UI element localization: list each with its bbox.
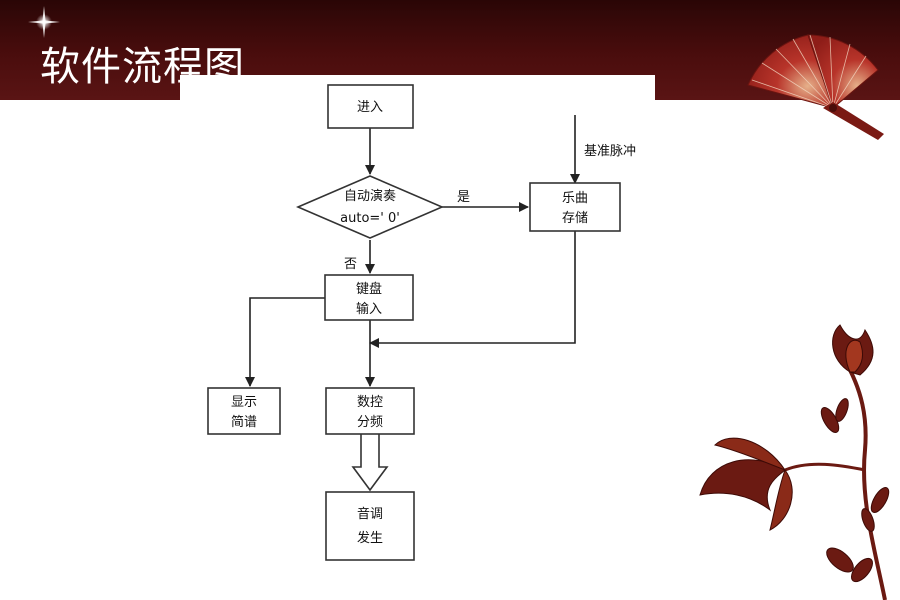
edge-keyboard-to-display	[245, 297, 325, 387]
sparkle-star-icon	[28, 6, 60, 38]
node-nc-divider-line2: 分频	[357, 415, 383, 430]
node-decision-line1: 自动演奏	[344, 188, 396, 204]
node-display-score-line1: 显示	[231, 395, 257, 410]
node-enter-label: 进入	[357, 100, 383, 115]
node-tone-gen-line1: 音调	[357, 506, 383, 522]
node-music-store-line2: 存储	[562, 211, 588, 226]
node-tone-gen: 音调 发生	[325, 491, 415, 561]
node-display-score: 显示 简谱	[207, 387, 281, 435]
node-enter: 进入	[327, 84, 414, 129]
node-decision-auto-play: 自动演奏 auto=' 0'	[295, 175, 445, 239]
diagram-panel	[180, 75, 655, 600]
edge-label-yes: 是	[457, 190, 470, 205]
floral-ornament-decoration	[699, 324, 890, 600]
node-keyboard-input: 键盘 输入	[324, 274, 414, 321]
node-nc-divider-line1: 数控	[357, 395, 383, 410]
node-nc-divider: 数控 分频	[325, 387, 415, 435]
node-keyboard-input-line1: 键盘	[356, 281, 382, 297]
node-tone-gen-line2: 发生	[357, 530, 383, 546]
edge-store-to-merge	[369, 231, 576, 348]
node-keyboard-input-line2: 输入	[356, 301, 382, 317]
software-flowchart: 进入 自动演奏 auto=' 0' 乐曲 存储 键盘 输入 显示 简谱 数控 分…	[207, 84, 636, 561]
node-music-store-line1: 乐曲	[562, 191, 588, 206]
node-music-store: 乐曲 存储	[529, 182, 621, 232]
edge-label-no: 否	[344, 257, 357, 272]
folding-fan-decoration	[747, 34, 884, 140]
node-display-score-line2: 简谱	[231, 414, 257, 430]
edge-label-clock: 基准脉冲	[584, 144, 636, 159]
node-decision-line2: auto=' 0'	[340, 211, 400, 226]
edge-divider-to-tone	[351, 434, 389, 492]
